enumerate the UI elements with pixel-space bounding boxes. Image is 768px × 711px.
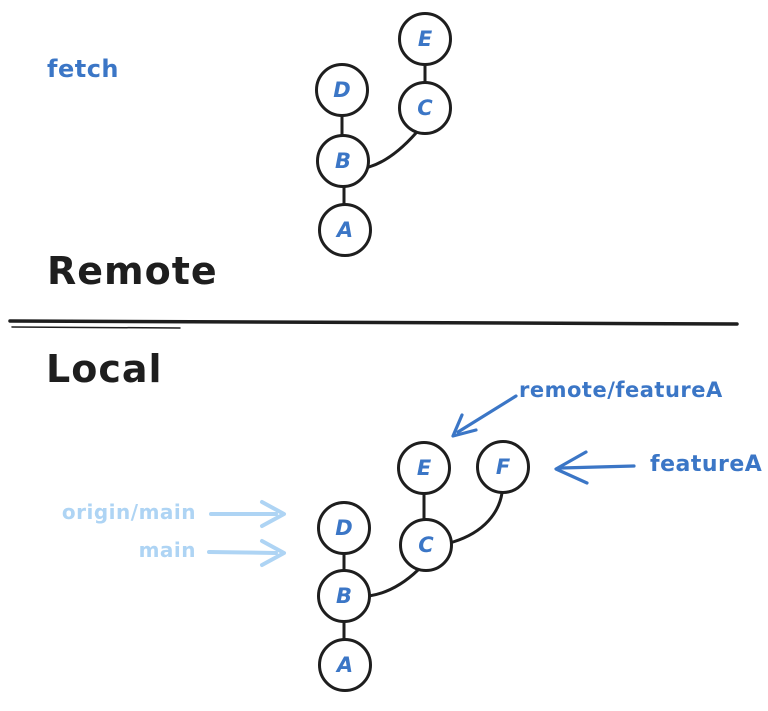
arrow-origin-main: [209, 500, 286, 528]
main-branch-label: main: [138, 538, 196, 562]
commit-remote-a: A: [318, 203, 372, 257]
local-section-heading: Local: [46, 347, 163, 391]
commit-remote-d: D: [315, 63, 369, 117]
commit-local-e: E: [397, 441, 451, 495]
arrow-featurea: [554, 450, 636, 485]
fetch-label: fetch: [47, 55, 120, 83]
section-divider: [8, 319, 739, 326]
commit-remote-b: B: [316, 134, 370, 188]
commit-local-d: D: [317, 501, 371, 555]
commit-remote-c: C: [398, 81, 452, 135]
edge-local-b-c: [367, 568, 420, 598]
arrow-remote-featurea: [451, 394, 518, 438]
remote-featurea-branch-label: remote/featureA: [519, 378, 723, 402]
commit-local-b: B: [317, 569, 371, 623]
edge-local-f-c: [451, 491, 504, 544]
edge-remote-b-c: [367, 131, 418, 169]
remote-section-heading: Remote: [47, 249, 218, 293]
featurea-branch-label: featureA: [650, 452, 763, 477]
commit-local-a: A: [318, 638, 372, 692]
section-divider-sketch-stroke: [11, 326, 181, 329]
commit-local-c: C: [399, 518, 453, 572]
origin-main-branch-label: origin/main: [61, 500, 196, 524]
commit-local-f: F: [476, 440, 530, 494]
commit-remote-e: E: [398, 12, 452, 66]
arrow-main: [207, 539, 286, 567]
